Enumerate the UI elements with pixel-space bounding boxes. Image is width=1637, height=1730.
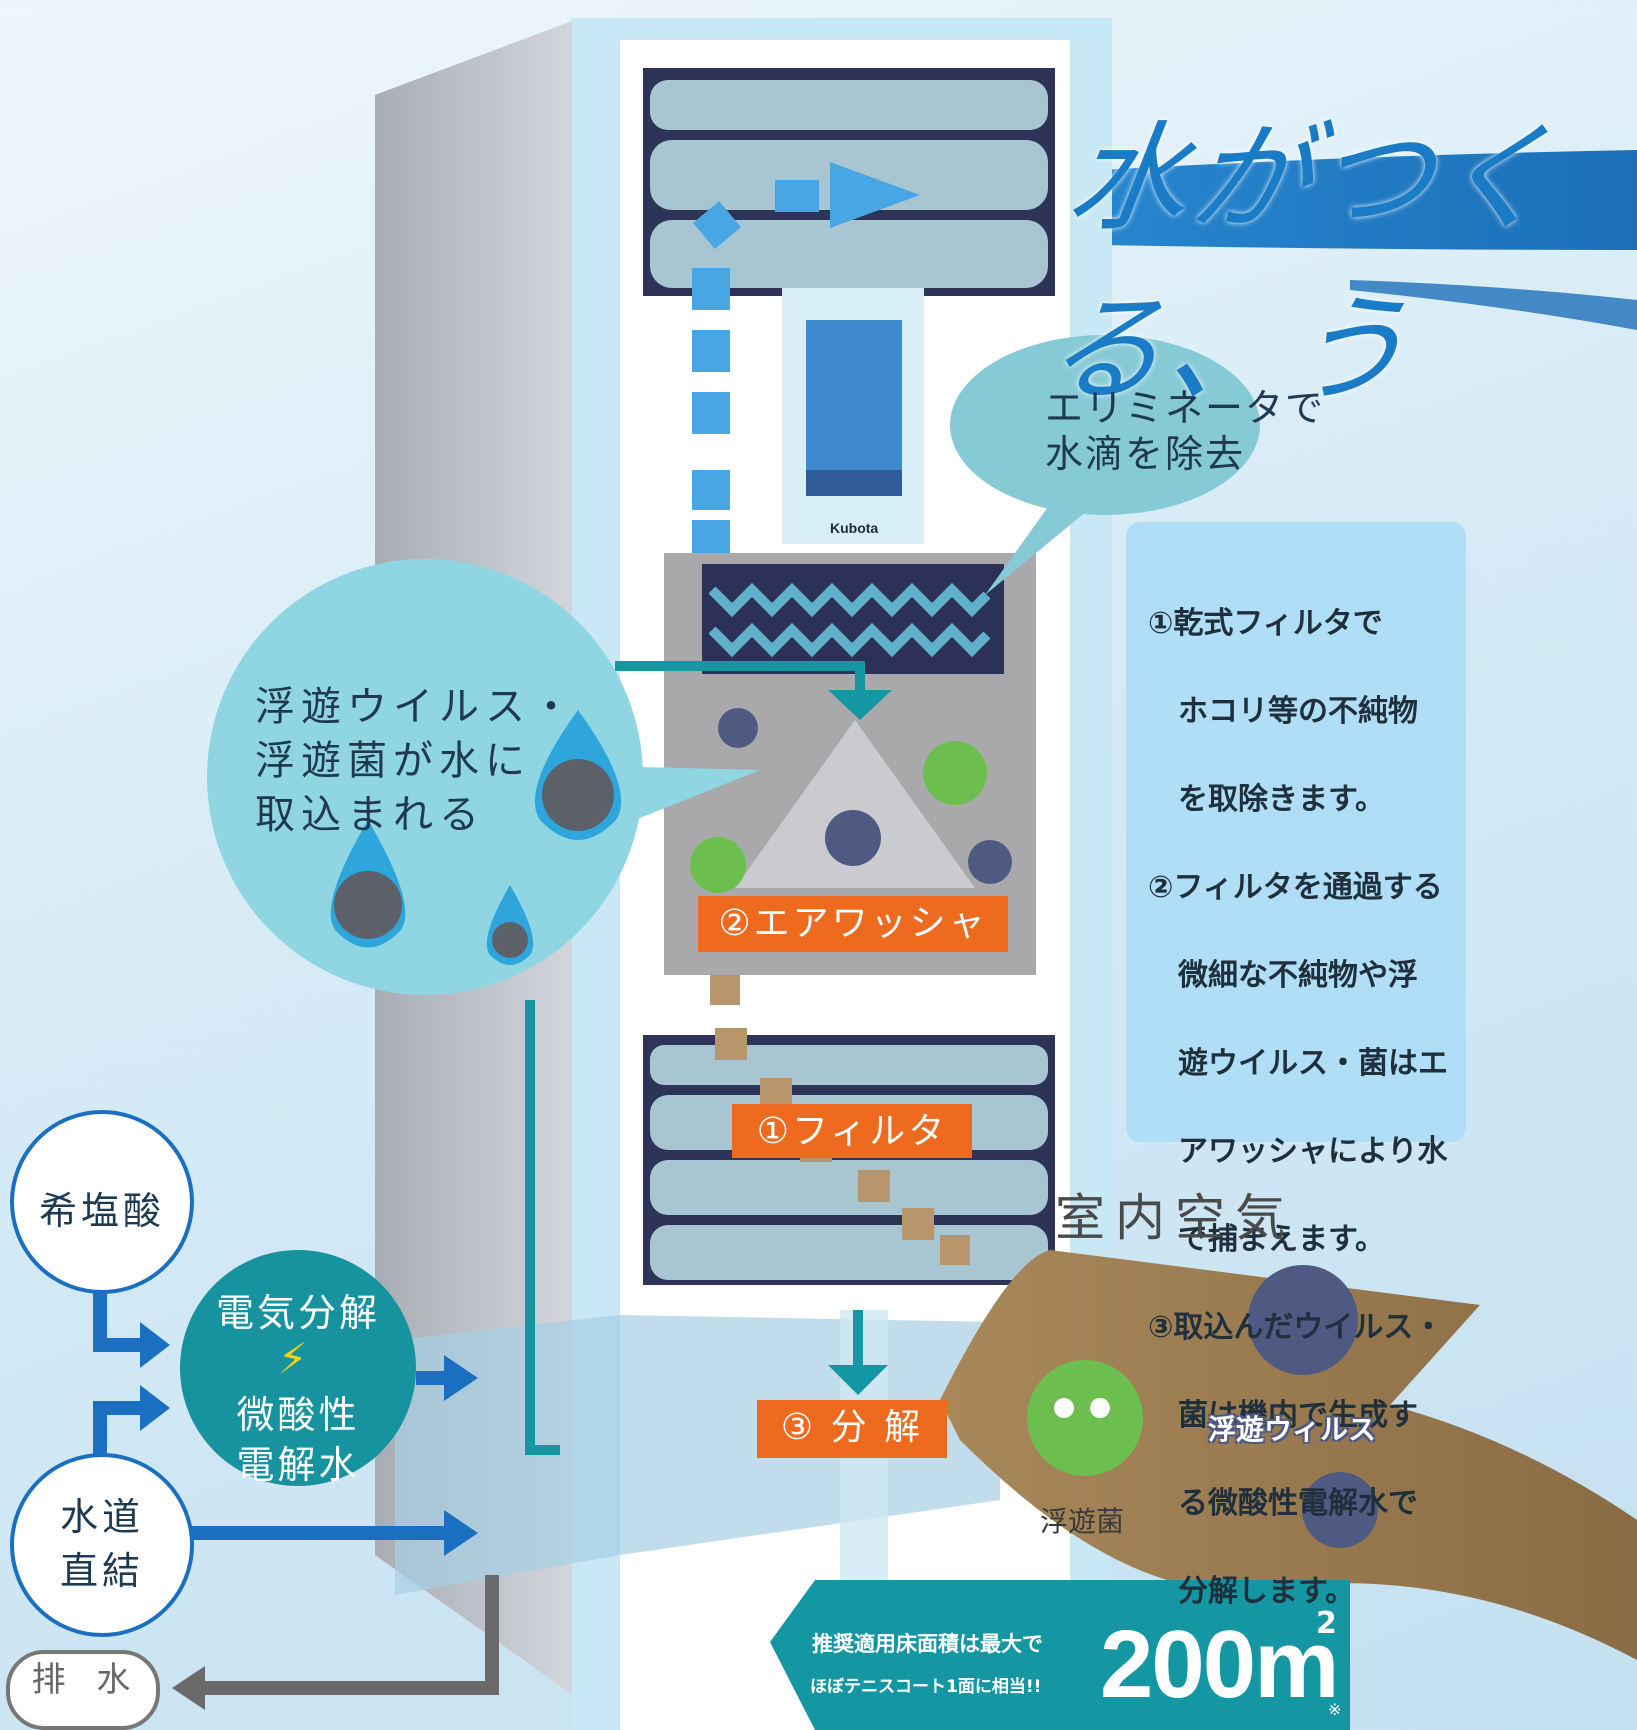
step-line: 分解します。 [1148,1574,1355,1609]
step-line: 遊ウイルス・菌はエ [1148,1046,1448,1081]
capture-caption: 浮遊ウイルス・ 浮遊菌が水に 取込まれる [255,684,577,838]
step-line: 菌は機内で生成す [1148,1398,1418,1433]
droplet-3 [486,885,534,965]
indoor-air-label: 室内空気 [1055,1189,1295,1247]
virus-large [1248,1265,1358,1375]
drain-arrow [200,1575,499,1695]
electrolysis-top: 電気分解 [215,1291,380,1335]
brand-logo: Kubota [830,520,879,536]
step-line: ホコリ等の不純物 [1148,694,1418,729]
step-line: ②フィルタを通過する [1148,870,1443,905]
indoor-air-stream [940,1250,1637,1660]
step-line: アワッシャにより水 [1148,1134,1448,1169]
promo-area-superscript: 2 [1316,1606,1337,1641]
step-line: ①乾式フィルタで [1148,606,1383,641]
decompose-label: ③ 分 解 [757,1400,947,1458]
step-line: で捕まえます。 [1148,1222,1385,1257]
drain-label: 排 水 [31,1660,141,1700]
eliminator [702,564,1004,674]
electrolysis-bottom: 微酸性 電解水 [236,1393,360,1487]
filter-label: ①フィルタ [732,1104,972,1158]
step-line: る微酸性電解水で [1148,1486,1418,1521]
droplet-2 [330,820,406,948]
circulation-pipe [525,1000,560,1455]
droplet-1 [534,710,622,840]
step-line: 微細な不純物や浮 [1148,958,1418,993]
promo-area-value: 200m [1100,1611,1340,1718]
virus-1 [718,708,758,748]
step-line: を取除きます。 [1148,782,1385,817]
virus-2 [825,810,881,866]
virus-label: 浮遊ウィルス [1208,1413,1377,1446]
bacteria-2 [690,837,746,893]
promo-line1: 推奨適用床面積は最大で [812,1632,1043,1656]
promo-line2: ほぼテニスコート1面に相当!! [810,1677,1042,1697]
bacteria-large [1027,1360,1143,1476]
bacteria-1 [923,741,987,805]
electrolysis-circle [180,1250,416,1486]
eliminator-bubble [950,335,1260,515]
drain-pill [6,1650,160,1730]
virus-3 [968,840,1012,884]
air-washer-label: ②エアワッシャ [698,896,1008,952]
lightning-icon: ⚡ [278,1334,308,1383]
spray-cone [735,720,975,888]
hcl-label: 希塩酸 [38,1189,165,1233]
virus-small [1302,1472,1378,1548]
flow-arrows [93,1292,448,1540]
step-line: ③取込んだウイルス・ [1148,1310,1444,1345]
eliminator-caption: エリミネータで 水滴を除去 [1045,386,1326,476]
particle-path [710,975,970,1265]
tap-water-label: 水道 直結 [59,1495,144,1593]
capture-bubble [207,559,643,995]
steps-panel [1126,522,1466,1142]
promo-note: ※ [1328,1700,1342,1719]
promo-banner [770,1580,1350,1730]
steps-list: ①乾式フィルタで ホコリ等の不純物 を取除きます。 ②フィルタを通過する 微細な… [1148,558,1448,1658]
page-title: 水がつくる、う [1036,109,1569,418]
bacteria-label: 浮遊菌 [1040,1505,1125,1538]
title-ribbon-2 [1350,280,1637,330]
